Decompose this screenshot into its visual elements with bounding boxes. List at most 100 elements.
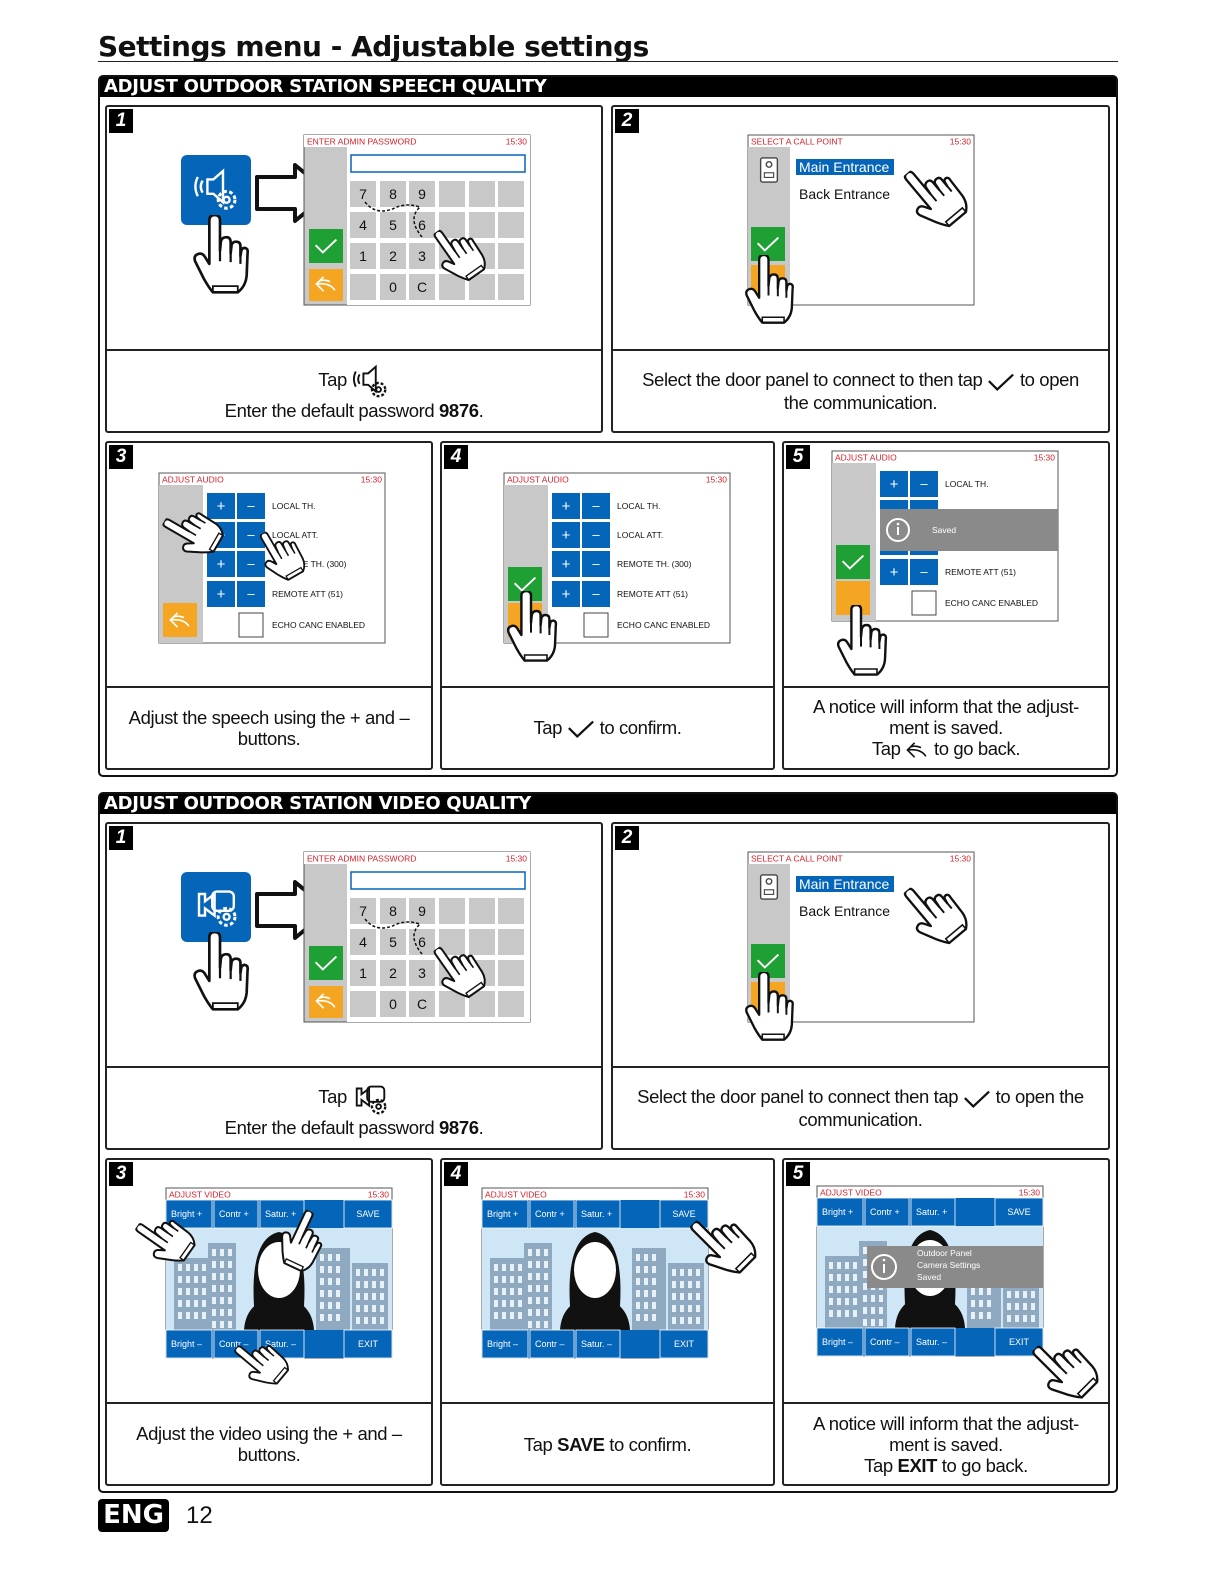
minus-button[interactable]	[582, 551, 610, 577]
keypad-key[interactable]	[469, 274, 495, 300]
plus-button[interactable]	[552, 522, 580, 548]
keypad-key[interactable]	[409, 212, 435, 238]
keypad-key[interactable]	[498, 960, 524, 986]
keypad-key[interactable]	[469, 898, 495, 924]
video-decrease-button[interactable]	[816, 1327, 864, 1357]
minus-button[interactable]	[237, 493, 265, 519]
keypad-key[interactable]	[439, 991, 465, 1017]
video-increase-button[interactable]	[343, 1199, 393, 1229]
keypad-key[interactable]	[498, 212, 524, 238]
keypad-key[interactable]	[380, 212, 406, 238]
keypad-key[interactable]	[469, 929, 495, 955]
video-increase-button[interactable]	[910, 1197, 956, 1227]
keypad-key[interactable]	[350, 929, 376, 955]
minus-button[interactable]	[582, 522, 610, 548]
plus-button[interactable]	[552, 493, 580, 519]
keypad-key[interactable]	[469, 212, 495, 238]
keypad-key[interactable]	[469, 181, 495, 207]
keypad-key[interactable]	[350, 243, 376, 269]
keypad-key[interactable]	[498, 243, 524, 269]
video-decrease-button[interactable]	[529, 1329, 575, 1359]
plus-button[interactable]	[880, 471, 908, 497]
keypad-key[interactable]	[409, 243, 435, 269]
keypad-key[interactable]	[350, 991, 376, 1017]
video-increase-button[interactable]	[994, 1197, 1044, 1227]
saved-notice-text: Camera Settings	[917, 1260, 980, 1270]
video-decrease-button[interactable]	[343, 1329, 393, 1359]
keypad-key[interactable]	[498, 929, 524, 955]
video-decrease-button[interactable]	[659, 1329, 709, 1359]
step-number: 1	[109, 109, 133, 133]
minus-button[interactable]	[582, 493, 610, 519]
plus-button[interactable]	[552, 581, 580, 607]
keypad-key[interactable]	[439, 898, 465, 924]
keypad-key[interactable]	[350, 181, 376, 207]
screen-title: ENTER ADMIN PASSWORD	[307, 137, 416, 147]
plus-button[interactable]	[207, 493, 235, 519]
keypad-key[interactable]	[350, 274, 376, 300]
minus-label: –	[920, 564, 928, 579]
keypad-key[interactable]	[409, 898, 435, 924]
keypad-key[interactable]	[380, 898, 406, 924]
keypad-key[interactable]	[380, 274, 406, 300]
video-increase-button[interactable]	[529, 1199, 575, 1229]
audio-row-label: LOCAL TH.	[272, 501, 315, 511]
confirm-button[interactable]	[836, 545, 870, 579]
echo-checkbox[interactable]	[238, 612, 264, 638]
echo-checkbox[interactable]	[583, 612, 609, 638]
callpoint-back: Back Entrance	[799, 903, 890, 919]
callpoint-main: Main Entrance	[799, 876, 889, 892]
minus-button[interactable]	[910, 559, 938, 585]
keypad-key[interactable]	[409, 181, 435, 207]
keypad-key[interactable]	[350, 898, 376, 924]
keypad-key[interactable]	[409, 960, 435, 986]
video-increase-button[interactable]	[213, 1199, 259, 1229]
video-increase-button[interactable]	[575, 1199, 621, 1229]
video-increase-button[interactable]	[816, 1197, 864, 1227]
video-increase-button[interactable]	[864, 1197, 910, 1227]
audio-row-label: LOCAL ATT.	[617, 530, 663, 540]
speech-step-2-caption: Select the door panel to connect to then…	[613, 349, 1108, 431]
minus-button[interactable]	[237, 551, 265, 577]
keypad-key[interactable]	[380, 960, 406, 986]
video-button-label: Contr –	[535, 1339, 565, 1349]
keypad-key[interactable]	[439, 181, 465, 207]
minus-button[interactable]	[237, 581, 265, 607]
intercom-icon	[759, 874, 779, 900]
keypad-key[interactable]	[409, 929, 435, 955]
keypad-key[interactable]	[380, 929, 406, 955]
keypad-key[interactable]	[469, 991, 495, 1017]
keypad-key[interactable]	[350, 212, 376, 238]
video-increase-button[interactable]	[481, 1199, 529, 1229]
video-button-label: SAVE	[356, 1209, 379, 1219]
keypad-key[interactable]	[380, 181, 406, 207]
video-decrease-button[interactable]	[575, 1329, 621, 1359]
video-decrease-button[interactable]	[864, 1327, 910, 1357]
minus-button[interactable]	[910, 471, 938, 497]
minus-button[interactable]	[582, 581, 610, 607]
keypad-key[interactable]	[350, 960, 376, 986]
keypad-key[interactable]	[498, 274, 524, 300]
keypad-key[interactable]	[409, 991, 435, 1017]
keypad-key-label: C	[417, 279, 427, 295]
keypad-key[interactable]	[380, 243, 406, 269]
echo-checkbox[interactable]	[911, 590, 937, 616]
keypad-key[interactable]	[380, 991, 406, 1017]
keypad-key[interactable]	[498, 181, 524, 207]
plus-button[interactable]	[552, 551, 580, 577]
video-decrease-button[interactable]	[481, 1329, 529, 1359]
video-decrease-button[interactable]	[165, 1329, 213, 1359]
plus-button[interactable]	[207, 551, 235, 577]
minus-label: –	[592, 527, 600, 542]
plus-button[interactable]	[207, 581, 235, 607]
keypad-key[interactable]	[498, 898, 524, 924]
confirm-button	[309, 229, 343, 263]
video-decrease-button[interactable]	[910, 1327, 956, 1357]
keypad-key[interactable]	[439, 274, 465, 300]
plus-button[interactable]	[880, 559, 908, 585]
video-increase-button[interactable]	[259, 1199, 305, 1229]
keypad-key[interactable]	[498, 991, 524, 1017]
keypad-key[interactable]	[409, 274, 435, 300]
video-button-label: Bright +	[487, 1209, 518, 1219]
